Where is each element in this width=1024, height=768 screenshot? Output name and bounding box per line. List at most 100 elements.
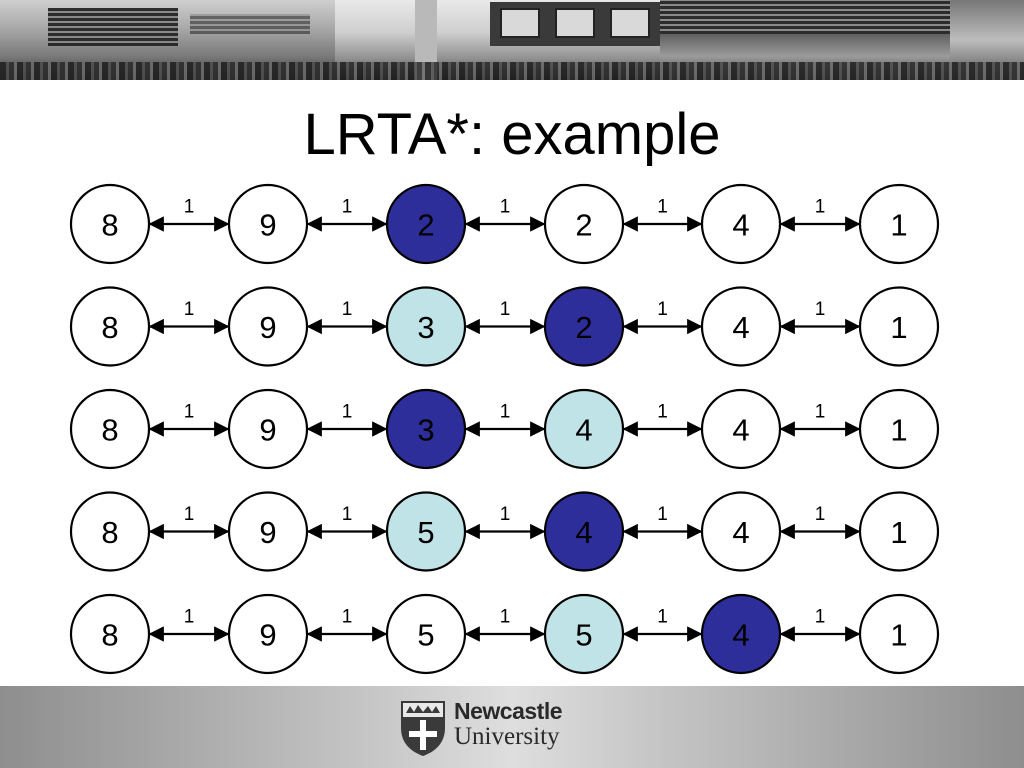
heuristic-value-label: 1 [890, 413, 907, 448]
edge-cost-label: 1 [815, 402, 826, 423]
edge-cost-label: 1 [815, 504, 826, 525]
edge-cost-label: 1 [342, 607, 353, 628]
logo-line-newcastle: Newcastle [454, 698, 563, 724]
state-node-visited: 5 [543, 593, 625, 675]
heuristic-value-label: 9 [259, 310, 276, 345]
state-node-circle [700, 593, 782, 675]
state-node-circle [69, 388, 151, 470]
edge-cost-label: 1 [184, 402, 195, 423]
edge-cost-label: 1 [184, 197, 195, 218]
edge-cost-label: 1 [500, 607, 511, 628]
edge-cost-label: 1 [657, 197, 668, 218]
state-node-default: 8 [69, 491, 151, 572]
state-node-circle [858, 183, 940, 265]
state-node-circle [227, 388, 309, 470]
state-node-default: 9 [227, 286, 309, 367]
heuristic-value-label: 3 [417, 413, 434, 448]
lrta-step-row: 1 1 1 1 1 8 9 5 4 4 1 [69, 491, 940, 572]
state-node-circle [227, 286, 309, 367]
state-node-default: 9 [227, 183, 309, 265]
state-node-visited: 3 [385, 286, 467, 367]
state-node-default: 8 [69, 286, 151, 367]
state-node-circle [543, 491, 625, 572]
heuristic-value-label: 2 [575, 310, 592, 345]
heuristic-value-label: 4 [732, 515, 749, 550]
edge-cost-label: 1 [184, 504, 195, 525]
edge-cost-label: 1 [815, 197, 826, 218]
newcastle-university-logo: Newcastle University [398, 698, 588, 760]
edge-cost-label: 1 [500, 299, 511, 320]
edge-cost-label: 1 [657, 607, 668, 628]
state-node-current: 2 [385, 183, 467, 265]
state-node-circle [858, 286, 940, 367]
slide-title: LRTA*: example [303, 102, 721, 167]
heuristic-value-label: 1 [890, 515, 907, 550]
heuristic-value-label: 2 [575, 208, 592, 243]
heuristic-value-label: 4 [575, 413, 592, 448]
heuristic-value-label: 9 [259, 515, 276, 550]
heuristic-value-label: 4 [575, 515, 592, 550]
heuristic-value-label: 3 [417, 310, 434, 345]
state-node-circle [385, 388, 467, 470]
state-node-default: 4 [700, 491, 782, 572]
state-node-default: 8 [69, 388, 151, 470]
heuristic-value-label: 1 [890, 310, 907, 345]
heuristic-value-label: 8 [101, 515, 118, 550]
state-node-circle [543, 593, 625, 675]
edge-cost-label: 1 [342, 402, 353, 423]
state-node-circle [385, 183, 467, 265]
heuristic-value-label: 5 [417, 618, 434, 653]
state-node-circle [700, 286, 782, 367]
state-node-circle [543, 286, 625, 367]
state-node-circle [700, 388, 782, 470]
state-node-circle [385, 286, 467, 367]
state-node-default: 1 [858, 388, 940, 470]
state-node-circle [69, 286, 151, 367]
edge-cost-label: 1 [657, 504, 668, 525]
heuristic-value-label: 5 [417, 515, 434, 550]
state-node-default: 4 [700, 286, 782, 367]
edge-cost-label: 1 [342, 504, 353, 525]
edge-cost-label: 1 [815, 607, 826, 628]
state-node-visited: 4 [543, 388, 625, 470]
logo-line-university: University [454, 723, 560, 750]
state-node-circle [227, 491, 309, 572]
state-node-circle [858, 388, 940, 470]
state-node-circle [543, 388, 625, 470]
footer-bar [0, 686, 1024, 768]
state-node-current: 3 [385, 388, 467, 470]
heuristic-value-label: 9 [259, 208, 276, 243]
heuristic-value-label: 8 [101, 413, 118, 448]
heuristic-value-label: 1 [890, 208, 907, 243]
state-node-circle [700, 491, 782, 572]
edge-cost-label: 1 [500, 504, 511, 525]
university-crest-icon [401, 701, 445, 756]
state-node-default: 9 [227, 388, 309, 470]
edge-cost-label: 1 [184, 607, 195, 628]
state-node-circle [227, 593, 309, 675]
state-node-circle [858, 593, 940, 675]
state-node-circle [543, 183, 625, 265]
edge-cost-label: 1 [184, 299, 195, 320]
state-node-default: 4 [700, 388, 782, 470]
state-node-default: 5 [385, 593, 467, 675]
state-node-circle [858, 491, 940, 572]
state-node-default: 1 [858, 286, 940, 367]
heuristic-value-label: 8 [101, 310, 118, 345]
header-photo-banner [0, 0, 1024, 80]
edge-cost-label: 1 [657, 402, 668, 423]
state-node-current: 4 [700, 593, 782, 675]
heuristic-value-label: 9 [259, 413, 276, 448]
heuristic-value-label: 4 [732, 310, 749, 345]
state-node-visited: 5 [385, 491, 467, 572]
state-node-default: 2 [543, 183, 625, 265]
heuristic-value-label: 4 [732, 618, 749, 653]
state-node-circle [69, 183, 151, 265]
state-node-circle [69, 491, 151, 572]
state-node-default: 1 [858, 183, 940, 265]
heuristic-value-label: 5 [575, 618, 592, 653]
state-node-circle [700, 183, 782, 265]
heuristic-value-label: 1 [890, 618, 907, 653]
